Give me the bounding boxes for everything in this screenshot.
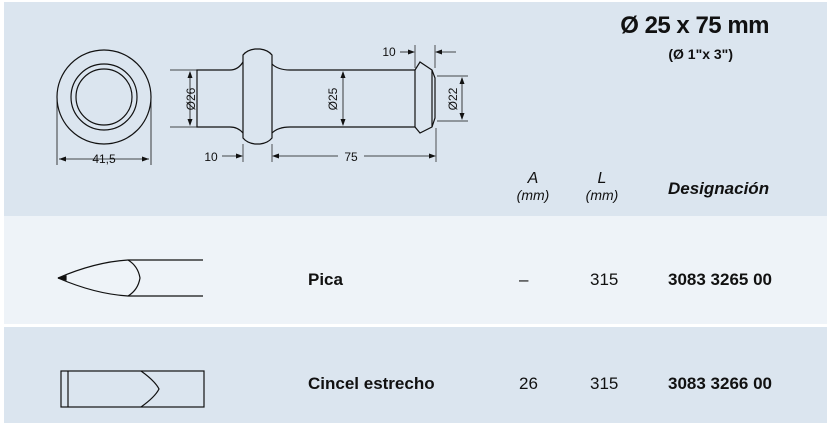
dim-len-10-bottom: 10 bbox=[204, 150, 218, 164]
column-header-a: A (mm) bbox=[511, 170, 555, 204]
row-a-value: 26 bbox=[519, 374, 538, 393]
row-name: Cincel estrecho bbox=[308, 374, 435, 393]
dim-len-75: 75 bbox=[344, 150, 358, 164]
column-a-letter: A bbox=[527, 170, 539, 187]
front-view-circle bbox=[56, 49, 152, 165]
dim-outer-diameter: 41,5 bbox=[92, 152, 116, 166]
column-header-l: L (mm) bbox=[580, 170, 624, 204]
column-header-designation: Designación bbox=[668, 179, 770, 198]
pica-tool-icon bbox=[57, 259, 203, 297]
row-l-value: 315 bbox=[590, 374, 619, 393]
page-title: Ø 25 x 75 mm bbox=[620, 12, 769, 39]
column-l-letter: L bbox=[597, 170, 607, 187]
row-designation: 3083 3266 00 bbox=[668, 374, 772, 393]
row-designation: 3083 3265 00 bbox=[668, 270, 772, 289]
dim-d25: Ø25 bbox=[326, 87, 340, 110]
column-l-unit: (mm) bbox=[585, 187, 619, 203]
dim-d22: Ø22 bbox=[446, 87, 460, 110]
row-name: Pica bbox=[308, 270, 343, 289]
narrow-chisel-icon bbox=[60, 370, 205, 408]
page-subtitle: (Ø 1"x 3") bbox=[668, 46, 733, 62]
shank-side-view bbox=[170, 45, 468, 162]
column-a-unit: (mm) bbox=[516, 187, 550, 203]
dim-d26: Ø26 bbox=[184, 87, 198, 110]
row-l-value: 315 bbox=[590, 270, 619, 289]
row-a-value: – bbox=[519, 270, 529, 289]
dim-len-10-top: 10 bbox=[382, 45, 396, 59]
table-row bbox=[4, 216, 827, 324]
